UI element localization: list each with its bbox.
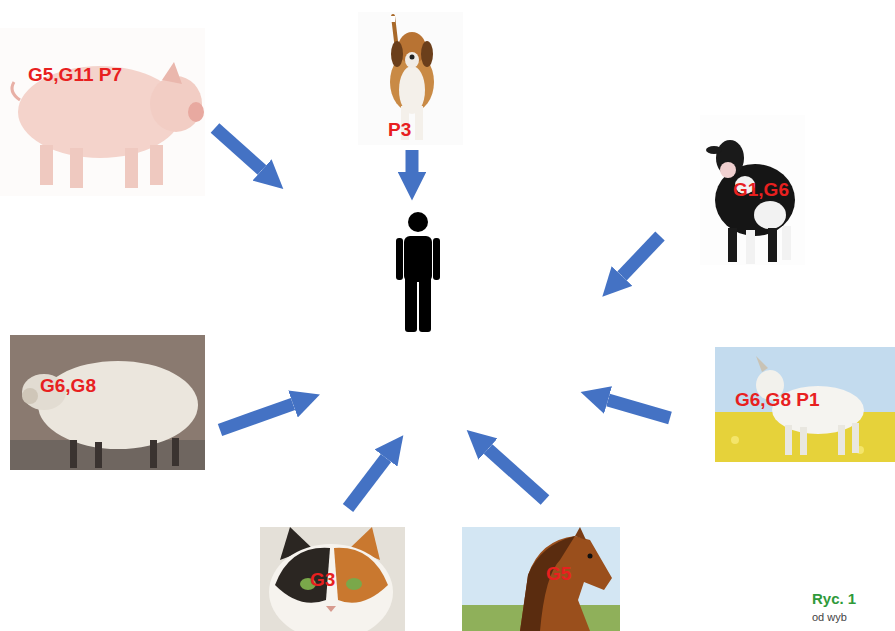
host-code-label: P3 xyxy=(388,119,411,141)
pig-photo xyxy=(0,28,205,196)
horse-photo xyxy=(462,527,620,631)
animal-photo-box: G6,G8 P1 xyxy=(715,347,895,462)
cow-photo xyxy=(700,115,805,265)
host-code-label: G5 xyxy=(546,563,571,585)
caption-text: od wyb xyxy=(812,611,847,623)
cat-photo xyxy=(260,527,405,631)
dog-photo xyxy=(358,12,463,145)
arrow xyxy=(220,404,293,430)
arrow xyxy=(488,449,545,500)
animal-photo-box: G5 xyxy=(462,527,620,631)
sheep-photo xyxy=(10,335,205,470)
animal-photo-box: P3 xyxy=(358,12,463,145)
host-code-label: G6,G8 P1 xyxy=(735,389,820,411)
host-code-label: G6,G8 xyxy=(40,375,96,397)
animal-photo-box: G1,G6 xyxy=(700,115,805,265)
block-arrows xyxy=(215,128,670,508)
arrow xyxy=(608,400,670,418)
arrow xyxy=(215,128,262,170)
goat-photo xyxy=(715,347,895,462)
animal-photo-box: G6,G8 xyxy=(10,335,205,470)
animal-photo-box: G5,G11 P7 xyxy=(0,28,205,196)
animal-photo-box: G3 xyxy=(260,527,405,631)
host-code-label: G3 xyxy=(310,569,335,591)
host-code-label: G1,G6 xyxy=(733,179,789,201)
host-code-label: G5,G11 P7 xyxy=(28,64,122,86)
arrow xyxy=(622,236,660,276)
human-figure xyxy=(396,212,440,332)
figure-number: Ryc. 1 xyxy=(812,590,856,607)
arrow xyxy=(406,150,419,172)
arrow xyxy=(348,458,386,508)
